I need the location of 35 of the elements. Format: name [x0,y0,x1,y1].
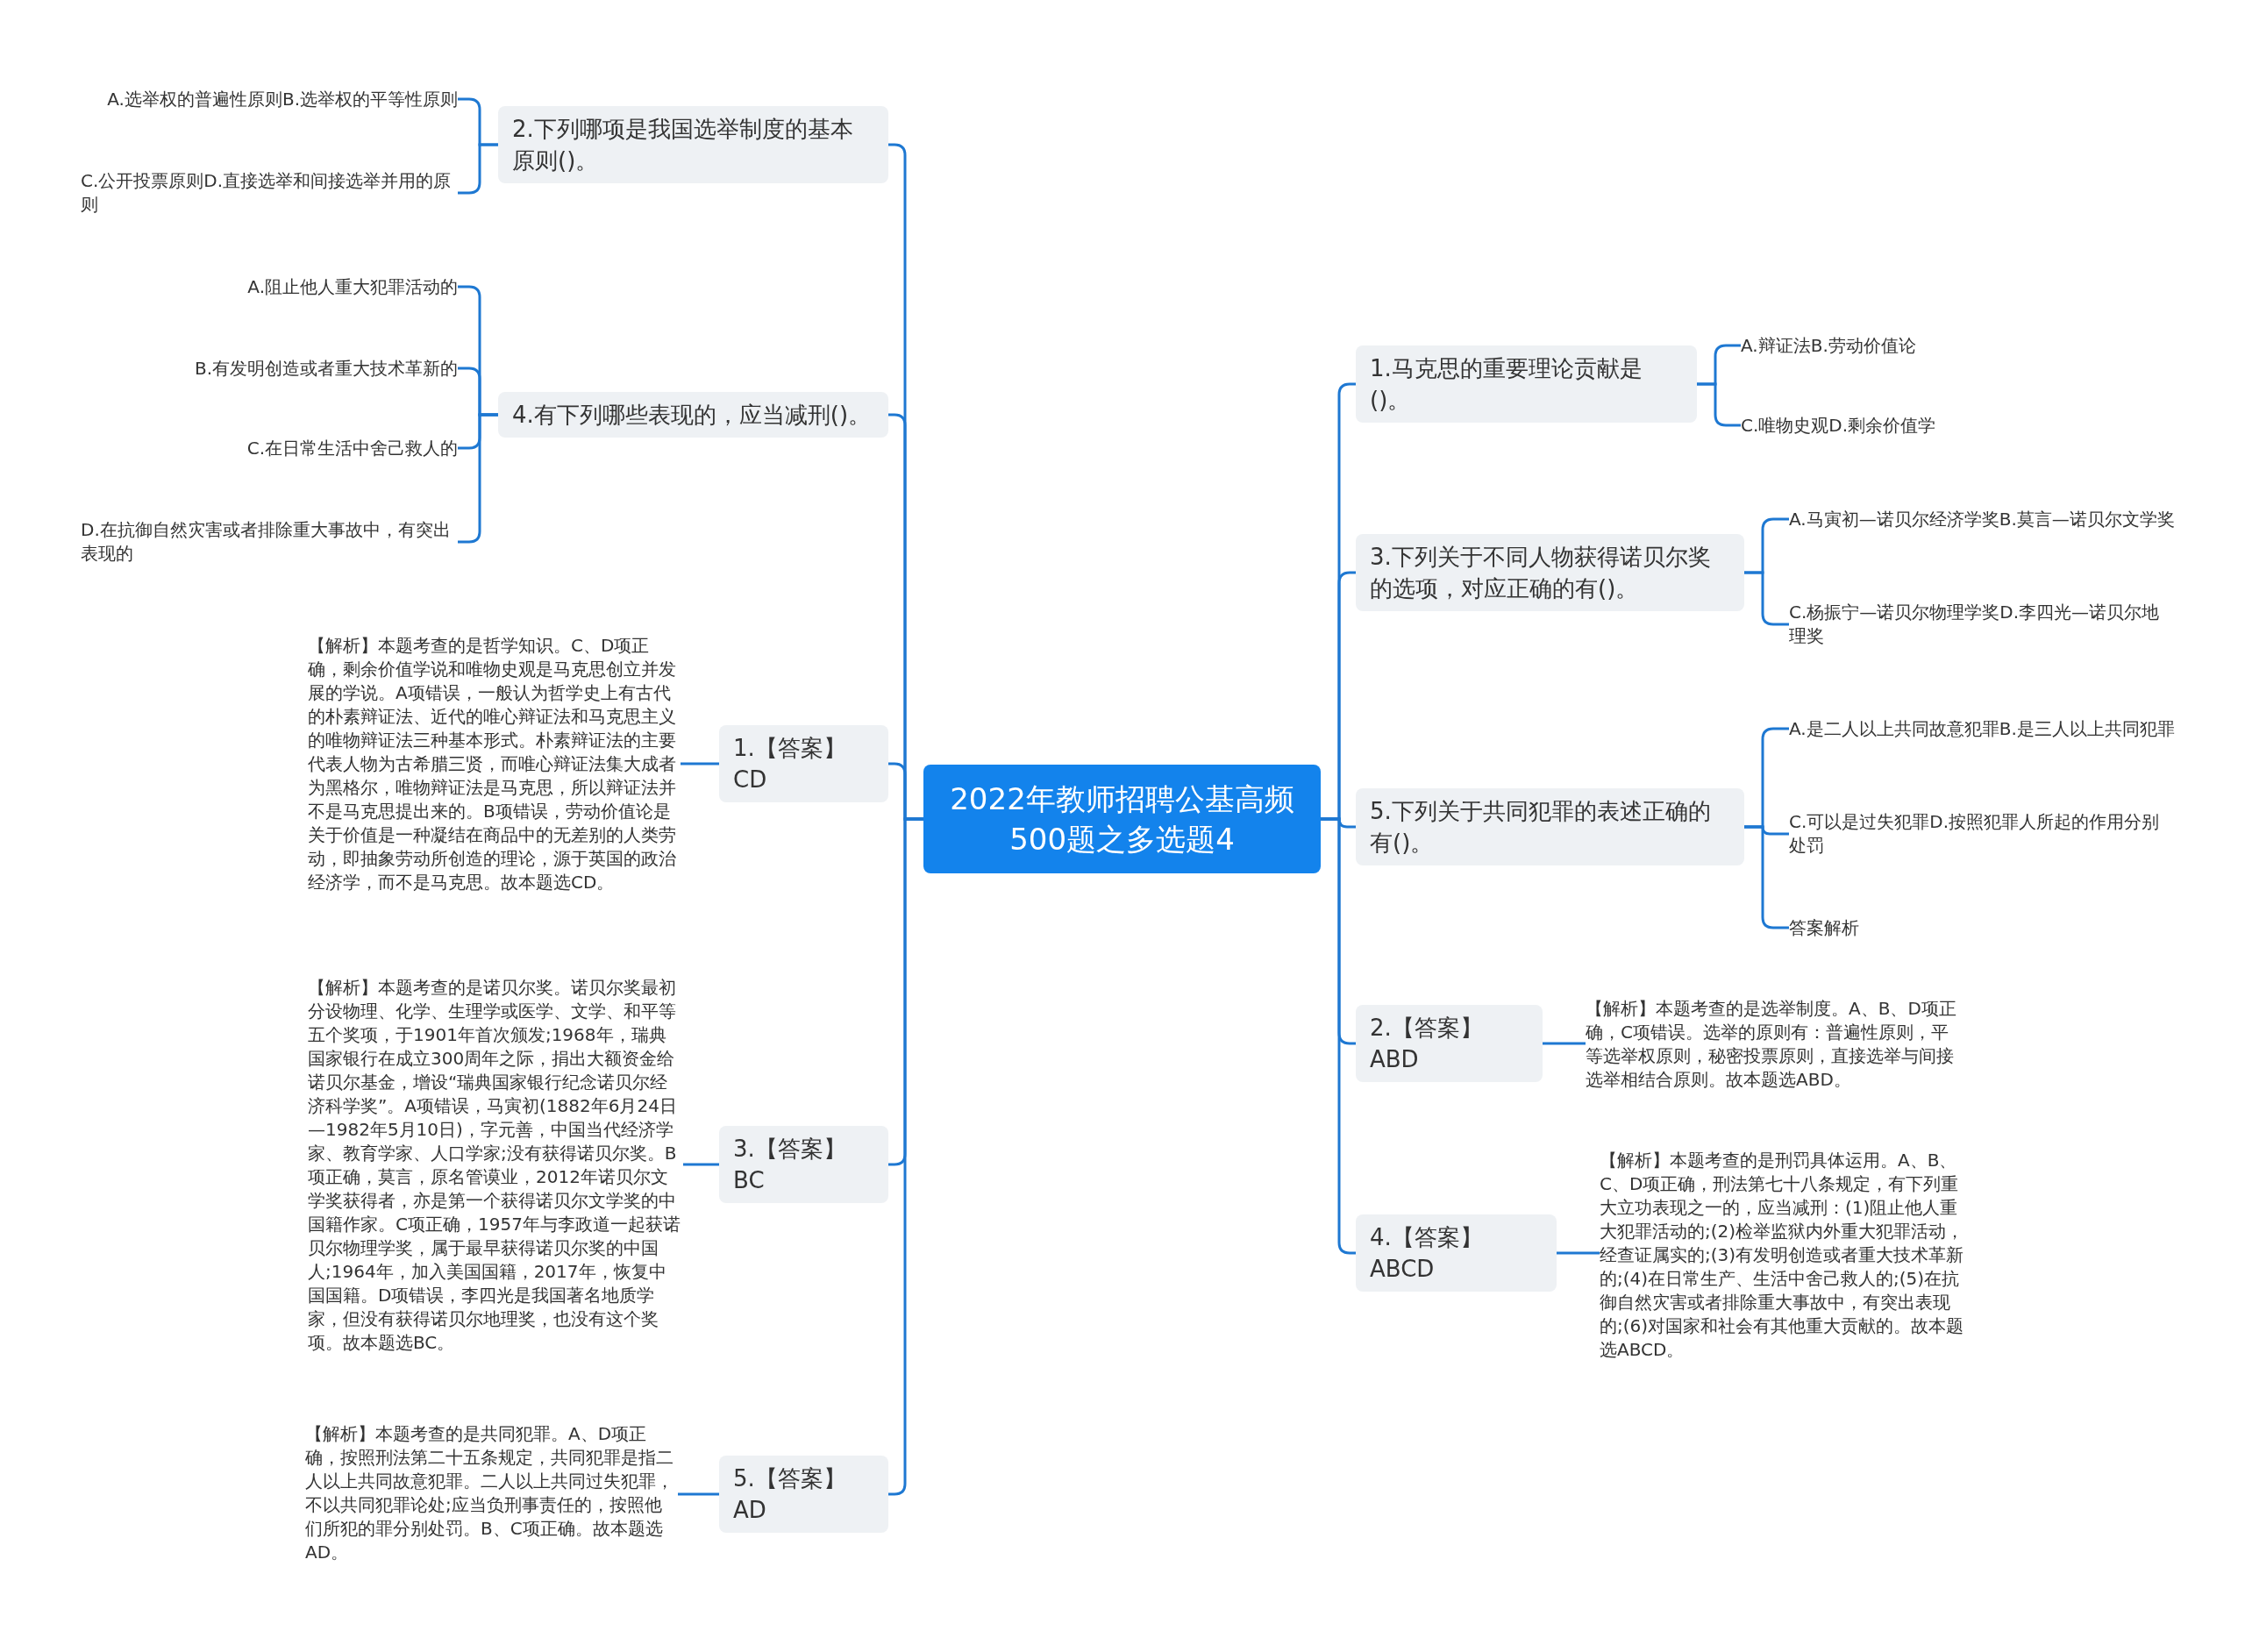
option-text: B.有发明创造或者重大技术革新的 [194,356,458,381]
connector-line [1697,382,1741,427]
option-text: 答案解析 [1789,915,2175,940]
explanation-text: 【解析】本题考查的是刑罚具体运用。A、B、C、D项正确，刑法第七十八条规定，有下列重大立功表现之一的，应当减刑：(1)阻止他人重大犯罪活动的;(2)检举监狱内外重大犯罪活动，经查证属实的;(3)有发明创造或者重大技术革新的;(4)在日常生产、生活中舍己救人的;(5)在抗御自然灾害或者排除重大事故中，有突出表现的;(6)对国家和社会有其他重大贡献的。故本题选ABCD。 [1600,1148,1966,1362]
topic-box: 4.有下列哪些表现的，应当减刑()。 [498,392,888,438]
connector-line [678,1492,719,1496]
option-text: D.在抗御自然灾害或者排除重大事故中，有突出表现的 [81,518,458,566]
topic-box: 3.下列关于不同人物获得诺贝尔奖的选项，对应正确的有()。 [1356,534,1744,611]
topic-box: 2.下列哪项是我国选举制度的基本原则()。 [498,106,888,183]
option-text: A.辩证法B.劳动价值论 [1741,333,2127,358]
topic-box: 5.【答案】AD [719,1456,888,1533]
option-text: A.马寅初—诺贝尔经济学奖B.莫言—诺贝尔文学奖 [1789,507,2175,531]
explanation-text: 【解析】本题考查的是选举制度。A、B、D项正确，C项错误。选举的原则有：普遍性原则，平等选举权原则，秘密投票原则，直接选举与间接选举相结合原则。故本题选ABD。 [1586,997,1958,1092]
topic-box: 3.【答案】BC [719,1126,888,1203]
topic-box: 1.【答案】CD [719,725,888,802]
option-text: C.可以是过失犯罪D.按照犯罪人所起的作用分别处罚 [1789,810,2175,858]
option-text: C.杨振宁—诺贝尔物理学奖D.李四光—诺贝尔地理奖 [1789,601,2175,648]
option-text: A.是二人以上共同故意犯罪B.是三人以上共同犯罪 [1789,716,2175,741]
topic-box: 2.【答案】ABD [1356,1005,1543,1082]
explanation-text: 【解析】本题考查的是哲学知识。C、D项正确，剩余价值学说和唯物史观是马克思创立并发展的学说。A项错误，一般认为哲学史上有古代的朴素辩证法、近代的唯心辩证法和马克思主义的唯物辩证法三种基本形式。朴素辩证法的主要代表人物为古希腊三贤，而唯心辩证法集大成者为黑格尔，唯物辩证法是马克思，所以辩证法并不是马克思提出来的。B项错误，劳动价值论是关于价值是一种凝结在商品中的无差别的人类劳动，即抽象劳动所创造的理论，源于英国的政治经济学，而不是马克思。故本题选CD。 [308,633,681,894]
connector-line [681,762,719,765]
central-topic: 2022年教师招聘公基高频500题之多选题4 [923,765,1321,873]
option-text: C.公开投票原则D.直接选举和间接选举并用的原则 [81,169,458,217]
topic-box: 4.【答案】ABCD [1356,1214,1557,1292]
option-text: A.选举权的普遍性原则B.选举权的平等性原则 [107,87,458,111]
connector-line [1557,1251,1600,1255]
connector-line [683,1163,719,1166]
option-text: C.在日常生活中舍己救人的 [246,436,458,460]
explanation-text: 【解析】本题考查的是诺贝尔奖。诺贝尔奖最初分设物理、化学、生理学或医学、文学、和平等五个奖项，于1901年首次颁发;1968年，瑞典国家银行在成立300周年之际，捐出大额资金给诺贝尔基金，增设“瑞典国家银行纪念诺贝尔经济科学奖”。A项错误，马寅初(1882年6月24日—1982年5月10日)，字元善，中国当代经济学家、教育学家、人口学家;没有获得诺贝尔奖。B项正确，莫言，原名管谟业，2012年诺贝尔文学奖获得者，亦是第一个获得诺贝尔文学奖的中国籍作家。C项正确，1957年与李政道一起获诺贝尔物理学奖，属于最早获得诺贝尔奖的中国人;1964年，加入美国国籍，2017年，恢复中国国籍。D项错误，李四光是我国著名地质学家，但没有获得诺贝尔地理奖，也没有这个奖项。故本题选BC。 [308,976,683,1355]
topic-box: 1.马克思的重要理论贡献是()。 [1356,345,1697,423]
option-text: C.唯物史观D.剩余价值学 [1741,413,2127,438]
topic-box: 5.下列关于共同犯罪的表述正确的有()。 [1356,788,1744,865]
connector-line [1543,1042,1586,1045]
explanation-text: 【解析】本题考查的是共同犯罪。A、D项正确，按照刑法第二十五条规定，共同犯罪是指二人以上共同故意犯罪。二人以上共同过失犯罪，不以共同犯罪论处;应当负刑事责任的，按照他们所犯的罪分别处罚。B、C项正确。故本题选AD。 [305,1422,678,1564]
option-text: A.阻止他人重大犯罪活动的 [247,274,458,299]
